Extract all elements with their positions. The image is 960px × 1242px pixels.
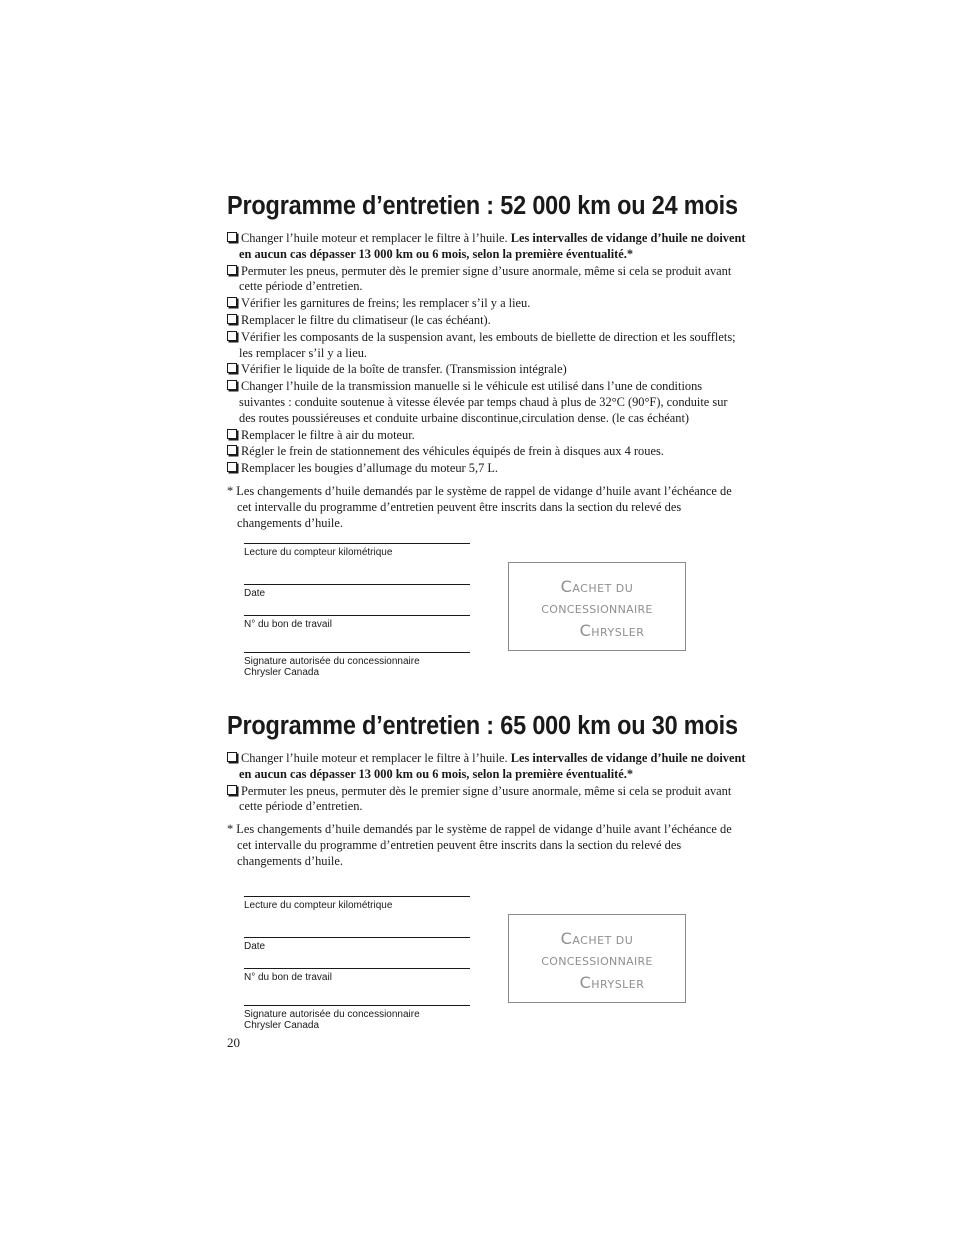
checkbox-icon	[227, 752, 237, 762]
checkbox-icon	[227, 264, 237, 275]
checklist-item: Remplacer le filtre du climatiseur (le c…	[227, 313, 747, 329]
item-text: Vérifier le liquide de la boîte de trans…	[241, 362, 567, 377]
checklist-item: Changer l’huile de la transmission manue…	[227, 379, 747, 426]
checkbox-icon	[227, 297, 237, 308]
dealer-stamp-box: CACHET DU CONCESSIONNAIRE CHRYSLER	[508, 914, 686, 1003]
stamp-line-3: CHRYSLER	[579, 973, 645, 992]
checklist-item: Permuter les pneus, permuter dès le prem…	[227, 784, 747, 816]
checkbox-icon	[227, 784, 237, 795]
checkbox-icon	[227, 445, 237, 456]
checklist-item: Vérifier les composants de la suspension…	[227, 330, 747, 362]
item-text: Remplacer le filtre à air du moteur.	[241, 427, 415, 442]
stamp-line-3: CHRYSLER	[579, 621, 645, 640]
stamp-line-1: CACHET DU	[560, 929, 634, 948]
checklist-item: Remplacer le filtre à air du moteur.	[227, 428, 747, 444]
checkbox-icon	[227, 428, 237, 439]
checklist-item: Vérifier le liquide de la boîte de trans…	[227, 362, 747, 378]
checkbox-icon	[227, 462, 237, 473]
maintenance-section-52000: Programme d’entretien : 52 000 km ou 24 …	[227, 192, 747, 531]
checklist: Changer l’huile moteur et remplacer le f…	[227, 751, 747, 815]
dealer-signature-block: Lecture du compteur kilométrique Date N°…	[244, 896, 470, 1031]
checklist-item: Changer l’huile moteur et remplacer le f…	[227, 751, 747, 783]
checklist-item: Remplacer les bougies d’allumage du mote…	[227, 461, 747, 477]
checklist-item: Vérifier les garnitures de freins; les r…	[227, 296, 747, 312]
dealer-signature-block: Lecture du compteur kilométrique Date N°…	[244, 543, 470, 678]
dealer-signature-field: Signature autorisée du concessionnaire C…	[244, 652, 470, 678]
item-text: Remplacer les bougies d’allumage du mote…	[241, 461, 499, 476]
maintenance-section-65000: Programme d’entretien : 65 000 km ou 30 …	[227, 712, 747, 869]
date-field: Date	[244, 584, 470, 615]
checklist: Changer l’huile moteur et remplacer le f…	[227, 231, 747, 477]
item-emphasis: Les intervalles de vidange d’huile ne do…	[239, 231, 746, 261]
checkbox-icon	[227, 330, 237, 341]
work-order-field: N° du bon de travail	[244, 968, 470, 1005]
item-text: Changer l’huile moteur et remplacer le f…	[241, 751, 511, 765]
checkbox-icon	[227, 380, 237, 391]
footnote: * Les changements d’huile demandés par l…	[227, 483, 732, 530]
checklist-item: Changer l’huile moteur et remplacer le f…	[227, 231, 747, 263]
item-text: Permuter les pneus, permuter dès le prem…	[239, 783, 732, 814]
section-title: Programme d’entretien : 52 000 km ou 24 …	[227, 192, 738, 220]
odometer-field: Lecture du compteur kilométrique	[244, 896, 470, 937]
checkbox-icon	[227, 313, 237, 324]
item-text: Régler le frein de stationnement des véh…	[241, 444, 664, 459]
stamp-line-2: CONCESSIONNAIRE	[541, 955, 653, 968]
stamp-line-2: CONCESSIONNAIRE	[541, 603, 653, 616]
date-field: Date	[244, 937, 470, 968]
item-text: Remplacer le filtre du climatiseur (le c…	[241, 312, 491, 327]
checklist-item: Permuter les pneus, permuter dès le prem…	[227, 264, 747, 296]
checkbox-icon	[227, 232, 237, 242]
checkbox-icon	[227, 363, 237, 374]
stamp-line-1: CACHET DU	[560, 577, 634, 596]
work-order-field: N° du bon de travail	[244, 615, 470, 652]
dealer-stamp-box: CACHET DU CONCESSIONNAIRE CHRYSLER	[508, 562, 686, 651]
item-text: Vérifier les composants de la suspension…	[239, 329, 736, 360]
item-emphasis: Les intervalles de vidange d’huile ne do…	[239, 751, 746, 781]
item-text: Changer l’huile de la transmission manue…	[239, 379, 728, 425]
footnote: * Les changements d’huile demandés par l…	[227, 822, 732, 869]
item-text: Vérifier les garnitures de freins; les r…	[241, 296, 531, 311]
odometer-field: Lecture du compteur kilométrique	[244, 543, 470, 584]
item-text: Permuter les pneus, permuter dès le prem…	[239, 263, 732, 294]
dealer-signature-field: Signature autorisée du concessionnaire C…	[244, 1005, 470, 1031]
page-number: 20	[227, 1035, 240, 1050]
checklist-item: Régler le frein de stationnement des véh…	[227, 444, 747, 460]
section-title: Programme d’entretien : 65 000 km ou 30 …	[227, 712, 738, 740]
item-text: Changer l’huile moteur et remplacer le f…	[241, 231, 511, 245]
